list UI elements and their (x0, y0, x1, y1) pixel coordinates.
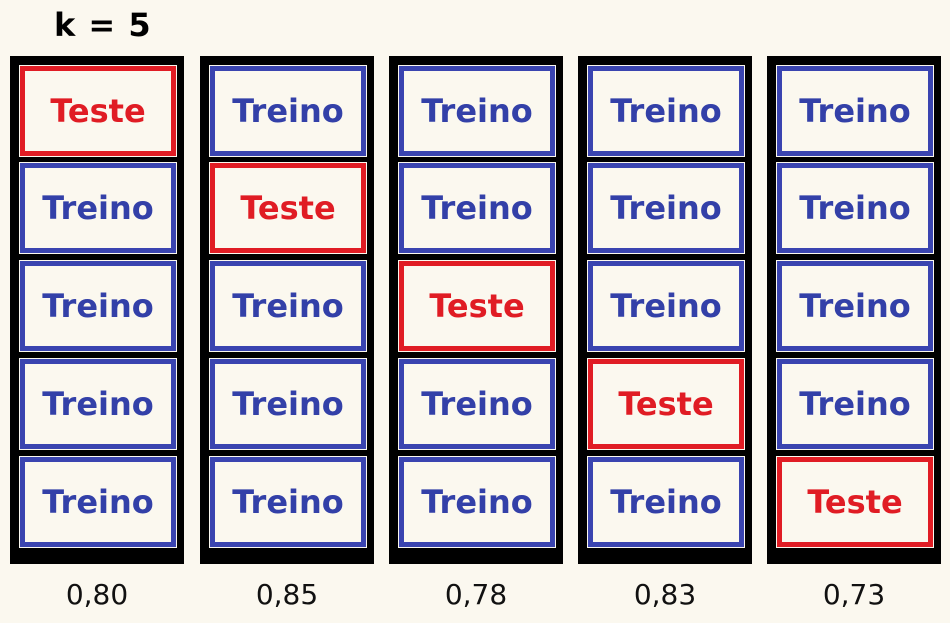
train-block: Treino (399, 66, 555, 156)
train-block: Treino (777, 163, 933, 253)
train-block: Treino (588, 163, 744, 253)
test-block: Teste (20, 66, 176, 156)
test-block: Teste (210, 163, 366, 253)
train-block: Treino (399, 457, 555, 547)
train-block: Treino (588, 457, 744, 547)
train-block: Treino (210, 359, 366, 449)
k-value-label: k = 5 (54, 6, 152, 44)
train-block: Treino (210, 261, 366, 351)
test-block: Teste (588, 359, 744, 449)
fold-score-4: 0,83 (633, 578, 697, 611)
train-block: Treino (20, 261, 176, 351)
fold-score-1: 0,80 (65, 578, 129, 611)
fold-score-5: 0,73 (822, 578, 886, 611)
train-block: Treino (588, 261, 744, 351)
train-block: Treino (777, 66, 933, 156)
train-block: Treino (20, 163, 176, 253)
test-block: Teste (399, 261, 555, 351)
fold-score-2: 0,85 (255, 578, 319, 611)
train-block: Treino (777, 261, 933, 351)
train-block: Treino (588, 66, 744, 156)
train-block: Treino (399, 163, 555, 253)
train-block: Treino (399, 359, 555, 449)
train-block: Treino (20, 359, 176, 449)
train-block: Treino (777, 359, 933, 449)
test-block: Teste (777, 457, 933, 547)
train-block: Treino (20, 457, 176, 547)
train-block: Treino (210, 66, 366, 156)
fold-score-3: 0,78 (444, 578, 508, 611)
train-block: Treino (210, 457, 366, 547)
